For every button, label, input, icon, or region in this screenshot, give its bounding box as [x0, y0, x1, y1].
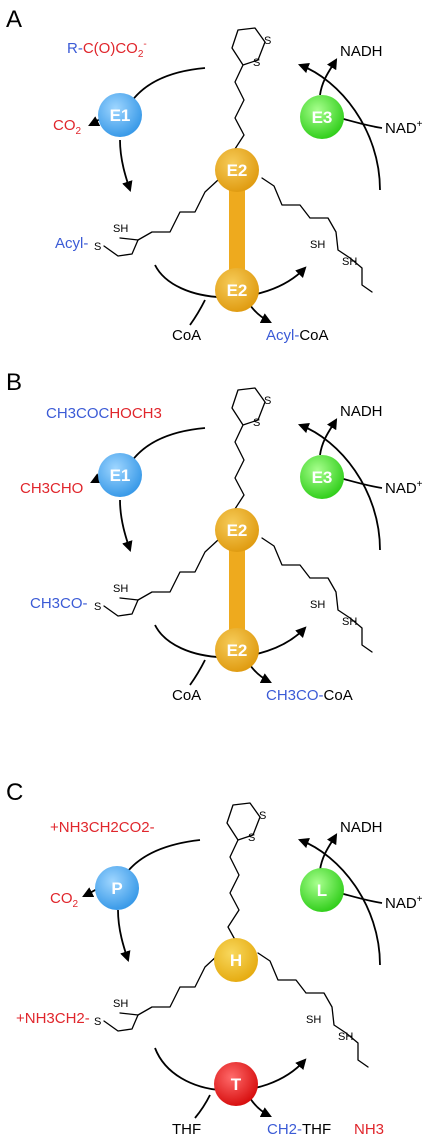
- left-arm-b: [119, 539, 219, 601]
- product-out-c: [249, 1097, 272, 1117]
- panel-letter-a: A: [6, 6, 22, 33]
- nad-c: NAD+: [385, 894, 423, 912]
- nad-in-c: [339, 892, 383, 904]
- panel-letter-b: B: [6, 369, 22, 396]
- product-out-b: [249, 664, 272, 683]
- e2-bottom-sphere-a: [215, 268, 259, 312]
- s-left-c: S: [94, 1016, 101, 1028]
- lipoyl-chain-c: [226, 802, 261, 948]
- ring-s2-c: S: [248, 832, 255, 844]
- l-sphere-c: [300, 868, 344, 912]
- coa-in-b: [189, 659, 206, 686]
- e3-label-b: E3: [312, 468, 333, 487]
- substrate-b: CH3COCHOCH3: [46, 405, 162, 422]
- product-b: CH3CO-CoA: [266, 687, 353, 704]
- panel-letter-c: C: [6, 779, 23, 806]
- e2-top-sphere-a: [215, 148, 259, 192]
- l-arc-c: [297, 837, 381, 966]
- sh-left-b: SH: [113, 583, 128, 595]
- left-tail-c: [103, 1014, 139, 1032]
- right-arm-b: [261, 537, 373, 653]
- left-arm-a: [119, 179, 219, 241]
- nadh-c: NADH: [340, 819, 383, 836]
- sh-left-c: SH: [113, 998, 128, 1010]
- ch2thf-c: CH2-THF: [267, 1121, 331, 1138]
- s-left-a: S: [94, 241, 101, 253]
- nadh-arrow-c: [319, 833, 338, 871]
- left-arm-c: [119, 954, 219, 1016]
- ring-s1-c: S: [259, 810, 266, 822]
- e2-link-a: [229, 176, 245, 291]
- right-arm-c: [257, 952, 369, 1068]
- panel-c: C S S SH S SH SH P L H T +NH3CH2CO2- CO2…: [6, 779, 423, 1138]
- acylcoa-a: Acyl-CoA: [266, 327, 329, 344]
- sh-left-a: SH: [113, 223, 128, 235]
- left-tail-a: [103, 239, 139, 257]
- e2-top-label-b: E2: [227, 521, 248, 540]
- substrate-c: +NH3CH2CO2-: [50, 819, 155, 836]
- h-sphere-c: [214, 938, 258, 982]
- e2-top-sphere-b: [215, 508, 259, 552]
- t-label-c: T: [231, 1075, 242, 1094]
- e3-arc-b: [297, 422, 381, 551]
- coa-a: CoA: [172, 327, 201, 344]
- e1-sphere-b: [98, 453, 142, 497]
- acylcoa-out-a: [249, 304, 272, 323]
- sh-right1-b: SH: [310, 599, 325, 611]
- substrate-a: R-C(O)CO2-: [67, 39, 147, 60]
- thf-c: THF: [172, 1121, 201, 1138]
- e1-out-arc-b: [119, 499, 133, 553]
- h-label-c: H: [230, 951, 242, 970]
- e2-link-b: [229, 536, 245, 651]
- panel-a: A S S SH S SH SH E1 E3 E2 E2: [6, 6, 423, 344]
- left-tail-b: [103, 599, 139, 617]
- e1-label-a: E1: [110, 106, 131, 125]
- coa-b: CoA: [172, 687, 201, 704]
- e2-top-label-a: E2: [227, 161, 248, 180]
- acyl-s-b: CH3CO-: [30, 595, 88, 612]
- acetaldehyde-b: CH3CHO: [20, 480, 83, 497]
- e3-arc-a: [297, 62, 381, 191]
- nad-a: NAD+: [385, 119, 423, 137]
- sh-right1-a: SH: [310, 239, 325, 251]
- ring-s2-b: S: [253, 417, 260, 429]
- nadh-b: NADH: [340, 403, 383, 420]
- ring-s1-b: S: [264, 395, 271, 407]
- acyl-s-a: Acyl-: [55, 235, 88, 252]
- sh-right2-b: SH: [342, 616, 357, 628]
- l-label-c: L: [317, 881, 327, 900]
- coa-in-a: [189, 299, 206, 326]
- e2-bottom-label-a: E2: [227, 281, 248, 300]
- t-sphere-c: [214, 1062, 258, 1106]
- ring-s1-a: S: [264, 35, 271, 47]
- co2-a: CO2: [53, 117, 82, 137]
- co2-c: CO2: [50, 890, 79, 910]
- s-left-b: S: [94, 601, 101, 613]
- panel-b: B S S SH S SH SH E1 E3 E2 E2 CH3COCHOCH3…: [6, 369, 423, 704]
- nadh-arrow-a: [319, 58, 338, 96]
- sh-right2-c: SH: [338, 1031, 353, 1043]
- e3-label-a: E3: [312, 108, 333, 127]
- nh3-c: NH3: [354, 1121, 384, 1138]
- thf-in-c: [194, 1094, 211, 1119]
- sh-right2-a: SH: [342, 256, 357, 268]
- sh-right1-c: SH: [306, 1014, 321, 1026]
- e3-sphere-b: [300, 455, 344, 499]
- e2-bottom-sphere-b: [215, 628, 259, 672]
- e1-label-b: E1: [110, 466, 131, 485]
- e2-bottom-label-b: E2: [227, 641, 248, 660]
- e3-sphere-a: [300, 95, 344, 139]
- p-label-c: P: [111, 879, 122, 898]
- ring-s2-a: S: [253, 57, 260, 69]
- e1-sphere-a: [98, 93, 142, 137]
- glycine-s-c: +NH3CH2-: [16, 1010, 90, 1027]
- nadh-arrow-b: [319, 418, 338, 456]
- nad-b: NAD+: [385, 479, 423, 497]
- right-arm-a: [261, 177, 373, 293]
- p-sphere-c: [95, 866, 139, 910]
- nadh-a: NADH: [340, 43, 383, 60]
- p-out-arc-c: [117, 909, 131, 963]
- e1-out-arc-a: [119, 139, 133, 193]
